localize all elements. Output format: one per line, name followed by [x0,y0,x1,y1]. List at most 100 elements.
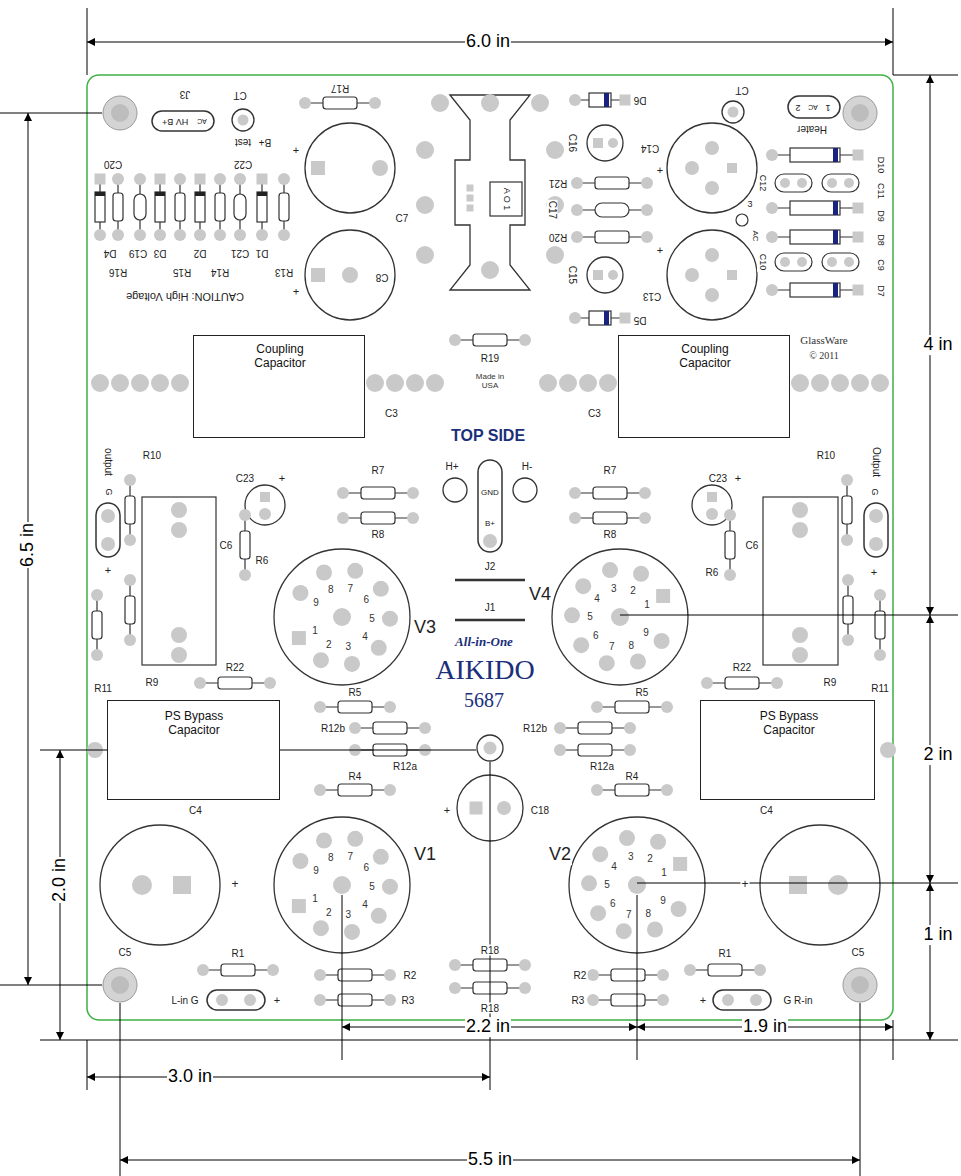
part-label: C4 [759,805,774,816]
capacitor-outline [142,497,216,665]
resistor-symbol [373,722,407,734]
diode-band [833,283,838,297]
capacitor-outline [667,230,757,320]
silkscreen-label: D9 [875,209,885,223]
diode-symbol [95,192,105,222]
capacitor-outline [763,497,838,665]
silkscreen-label: Heater [796,124,828,135]
square-pad [620,95,631,106]
solder-pad [599,655,615,671]
silkscreen-label: CAUTION: High Voltage [125,291,245,303]
silkscreen-label: R22 [225,662,245,673]
extension-line [342,895,343,1060]
solder-pad [657,969,669,981]
silkscreen-label: Output [871,446,882,478]
extension-line [0,985,102,986]
resistor-symbol [593,487,627,499]
solder-pad [342,267,358,283]
resistor-symbol [113,193,123,221]
silkscreen-label: R22 [732,662,752,673]
solder-pad [111,374,129,392]
solder-pad [194,677,206,689]
pin-number: 6 [609,897,617,908]
connector-outline [96,503,120,557]
extension-line [87,1040,88,1090]
pin-number: 3 [344,909,352,920]
silkscreen-label: R3 [401,995,416,1006]
capacitor-name: PS Bypass Capacitor [739,709,839,738]
solder-pad [564,607,580,623]
silkscreen-label: C18 [530,805,550,816]
solder-pad [851,374,869,392]
pin-number: 3 [344,641,352,652]
solder-pad [608,138,618,148]
board-title: 5687 [463,690,505,710]
pin-number: 9 [312,597,320,608]
part-label: C3 [587,408,602,419]
pin-number: 3 [610,582,618,593]
silkscreen-label: R17 [330,83,350,94]
solder-pad [766,284,778,296]
part-label: C4 [188,805,203,816]
resistor-symbol [218,677,252,689]
solder-pad [134,173,146,185]
solder-pad [337,512,349,524]
silkscreen-label: R14 [210,267,230,278]
solder-pad [316,564,332,580]
solder-pad [780,178,790,188]
diode-band [833,201,838,215]
solder-pad [347,831,363,847]
silkscreen-label: + [230,878,239,891]
heatsink-outline [450,95,530,290]
connector-outline [152,111,214,131]
diode-band [195,192,205,196]
silkscreen-label: D10 [875,156,885,175]
solder-pad [546,141,564,159]
capacitor-symbol [134,194,146,220]
silkscreen-label: C19 [128,248,148,259]
capacitor-symbol [822,253,859,271]
pin-number: 9 [642,627,650,638]
resistor-symbol [615,784,649,796]
silkscreen-label: D8 [875,233,885,247]
pin-number: 1 [660,866,668,877]
square-pad [95,174,106,185]
diode-band [604,93,609,107]
capacitor-name: PS Bypass Capacitor [144,709,244,738]
silkscreen-label: + [656,164,664,176]
silkscreen-label: R16 [108,267,128,278]
silkscreen-label: © 2011 [808,350,840,361]
silkscreen-label: B+ [258,137,273,148]
mounting-hole [843,968,877,1002]
pin-number: 9 [312,865,320,876]
solder-pad [419,722,431,734]
pin-number: 8 [627,639,635,650]
solder-pad [497,801,511,815]
solder-pad [174,229,186,241]
solder-pad [827,178,837,188]
square-pad [853,285,864,296]
solder-pad [314,784,326,796]
solder-pad [91,589,103,601]
resistor-symbol [240,531,250,559]
silkscreen-label: R1 [231,948,246,959]
silkscreen-label: C10 [757,253,767,272]
solder-pad [792,647,808,663]
diode-symbol [195,192,205,222]
solder-pad [194,229,206,241]
regulator-body [490,182,522,216]
extension-line [860,1003,861,1176]
solder-pad [214,173,226,185]
solder-pad [238,115,249,126]
pin-number: 5 [603,878,611,889]
solder-pad [239,569,251,581]
silkscreen-label: D2 [193,248,208,259]
silkscreen-label: + [740,878,749,891]
solder-pad [259,508,271,520]
square-pad [292,899,306,913]
solder-pad [569,512,581,524]
square-pad [467,185,474,192]
solder-pad [384,994,396,1006]
square-pad [727,270,737,280]
solder-pad [519,982,531,994]
